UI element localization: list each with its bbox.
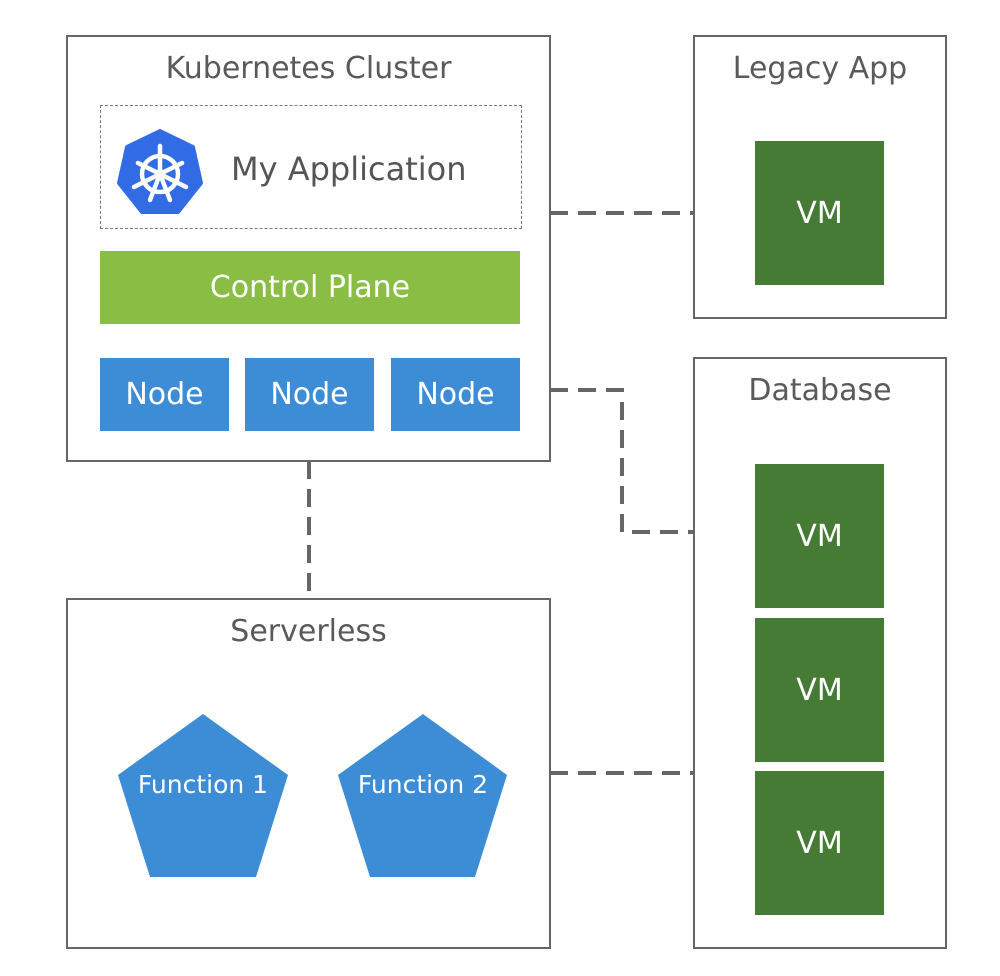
control-plane[interactable]: Control Plane — [100, 251, 520, 324]
kubernetes-helm-icon — [117, 129, 203, 214]
database-title: Database — [748, 373, 892, 408]
database-vm-1[interactable]: VM — [755, 464, 884, 608]
legacy-app-title: Legacy App — [732, 51, 908, 86]
database-vm-2[interactable]: VM — [755, 618, 884, 762]
legacy-vm[interactable]: VM — [755, 141, 884, 285]
kubernetes-cluster-title: Kubernetes Cluster — [165, 51, 452, 86]
node-2[interactable]: Node — [245, 358, 374, 431]
my-application-label: My Application — [231, 150, 467, 188]
function-1[interactable]: Function 1 — [137, 770, 269, 799]
kubernetes-cluster-box: Kubernetes Cluster My Application Contro… — [66, 35, 551, 462]
my-application-box[interactable]: My Application — [100, 105, 522, 229]
database-vm-3[interactable]: VM — [755, 771, 884, 915]
node-1[interactable]: Node — [100, 358, 229, 431]
connector-nodes-to-database — [550, 388, 693, 534]
function-2[interactable]: Function 2 — [357, 770, 489, 799]
node-3[interactable]: Node — [391, 358, 520, 431]
serverless-title: Serverless — [230, 614, 387, 649]
